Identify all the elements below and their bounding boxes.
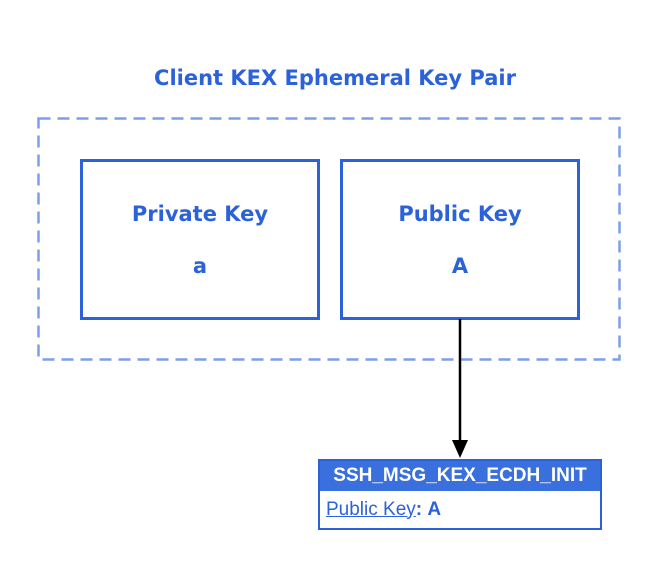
private-key-label: Private Key	[131, 201, 269, 226]
public-key-box: Public Key A	[340, 159, 580, 320]
ssh-msg-body: Public Key: A	[320, 491, 600, 528]
ssh-msg-header: SSH_MSG_KEX_ECDH_INIT	[320, 461, 600, 491]
private-key-box: Private Key a	[80, 159, 320, 320]
diagram-title: Client KEX Ephemeral Key Pair	[154, 66, 516, 90]
public-key-field-value: A	[427, 498, 442, 520]
keypair-group-dashed-border	[37, 117, 621, 361]
public-key-field-link[interactable]: Public Key	[326, 498, 416, 520]
public-key-field-separator: :	[415, 498, 428, 520]
public-key-value: A	[451, 253, 469, 278]
arrow-down	[452, 319, 468, 458]
ssh-msg-box: SSH_MSG_KEX_ECDH_INIT Public Key: A	[318, 459, 602, 530]
public-key-label: Public Key	[398, 201, 522, 226]
private-key-value: a	[192, 253, 208, 278]
